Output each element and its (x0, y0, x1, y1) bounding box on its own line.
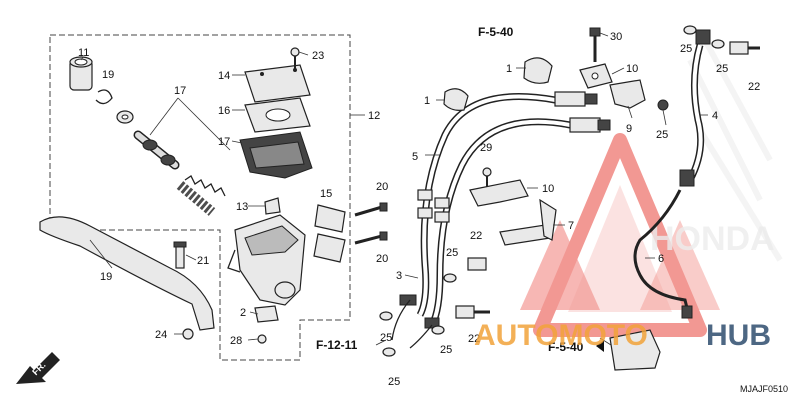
callout-20-upper: 20 (376, 181, 388, 193)
part-bolt-22-lower (455, 305, 490, 319)
part-bolt-20-lower (354, 231, 388, 245)
part-cap-14 (244, 64, 311, 103)
callout-29: 29 (480, 142, 492, 154)
part-lever-19 (39, 216, 215, 331)
front-arrow: FR. (16, 352, 60, 384)
callout-16: 16 (218, 105, 230, 117)
callout-labels: 11 19 17 14 16 17 23 12 13 15 20 20 21 1… (78, 31, 760, 388)
part-plate-16 (244, 97, 311, 133)
part-bracket-8 (609, 79, 646, 109)
callout-20-lower: 20 (376, 253, 388, 265)
reference-label-bottom-right[interactable]: F-5-40 (548, 340, 584, 354)
part-bracket-13 (264, 197, 281, 215)
callout-1-lower: 1 (424, 95, 430, 107)
watermark-text: AUTOMOTO HUB (474, 319, 771, 352)
svg-text:HONDA: HONDA (650, 220, 775, 258)
part-bolt-28 (657, 99, 669, 111)
part-hose-fitting-lower (391, 294, 440, 349)
part-clip-1-lower (443, 88, 469, 111)
callout-11: 11 (78, 47, 89, 59)
callout-21: 21 (197, 255, 209, 267)
part-boot-11 (69, 56, 93, 91)
part-washers-25 (379, 25, 725, 357)
part-hose-4 (679, 29, 711, 187)
part-screw-27 (257, 334, 267, 344)
callout-7: 7 (568, 220, 574, 232)
callout-5: 5 (412, 151, 418, 163)
part-hose-fitting-upper (554, 91, 611, 133)
assembly-frame (49, 34, 351, 361)
part-caliper-bracket (609, 329, 661, 371)
callout-4: 4 (712, 110, 718, 122)
callout-1-upper: 1 (506, 63, 512, 75)
callout-24: 24 (155, 329, 167, 341)
callout-30: 30 (610, 31, 622, 43)
part-pipe-6 (633, 189, 693, 319)
part-washer (116, 110, 134, 124)
part-hose-clips (417, 189, 450, 223)
diagram-code: MJAJF0510 (740, 384, 788, 394)
callout-2: 2 (240, 307, 246, 319)
callout-28: 25 (656, 129, 668, 141)
part-bolt-29 (482, 167, 492, 188)
callout-15: 15 (320, 188, 332, 200)
part-bolt-20-upper (354, 202, 388, 217)
watermark-word-left: AUTOMOTO (474, 319, 648, 352)
part-nut-24 (182, 328, 194, 340)
watermark-logo: HONDA (520, 38, 783, 337)
callout-10: 10 (542, 183, 554, 195)
part-bolt-22-right (729, 41, 760, 55)
part-bracket-9 (579, 63, 613, 89)
reference-arrow-bottom-left (375, 339, 387, 346)
callout-25-c: 25 (388, 376, 400, 388)
callout-18: 17 (174, 85, 186, 97)
callout-25-a: 25 (380, 332, 392, 344)
callout-22-mid: 22 (470, 230, 482, 242)
callout-3: 3 (396, 270, 402, 282)
part-diaphragm-17 (239, 131, 313, 179)
reference-arrow-bottom-right (596, 340, 604, 352)
part-master-cylinder (227, 214, 306, 306)
watermark-word-right: HUB (706, 319, 771, 352)
callout-13: 13 (236, 201, 248, 213)
part-switch-2 (254, 305, 279, 323)
reference-label-bottom-left[interactable]: F-12-11 (316, 338, 358, 352)
callout-25-tr2: 25 (716, 63, 728, 75)
part-holder-15 (313, 204, 346, 263)
part-hose-5 (416, 93, 571, 327)
part-bracket-10 (469, 179, 529, 207)
callout-22-lower: 22 (468, 333, 480, 345)
callout-12: 12 (368, 110, 380, 122)
part-bolt-30 (589, 27, 601, 62)
callout-17: 17 (218, 136, 230, 148)
callout-27: 28 (230, 335, 242, 347)
callout-19: 19 (100, 271, 112, 283)
callout-25-b: 25 (440, 344, 452, 356)
callout-9: 10 (626, 63, 638, 75)
part-piston-18 (133, 130, 226, 216)
callout-8: 9 (626, 123, 632, 135)
callout-23: 23 (312, 50, 324, 62)
part-bracket-7 (499, 198, 557, 246)
part-pivot-21 (173, 241, 187, 269)
callout-22-right: 22 (748, 81, 760, 93)
part-bolt-22-middle (467, 257, 487, 271)
callout-25-mid: 25 (446, 247, 458, 259)
callout-25-tr1: 25 (680, 43, 692, 55)
leader-lines (80, 32, 708, 346)
callout-6: 6 (658, 253, 664, 265)
reference-label-top[interactable]: F-5-40 (478, 25, 514, 39)
callout-26: 19 (102, 69, 114, 81)
part-circlip-26 (95, 89, 113, 105)
part-clip-1-upper (523, 57, 553, 84)
callout-14: 14 (218, 70, 230, 82)
